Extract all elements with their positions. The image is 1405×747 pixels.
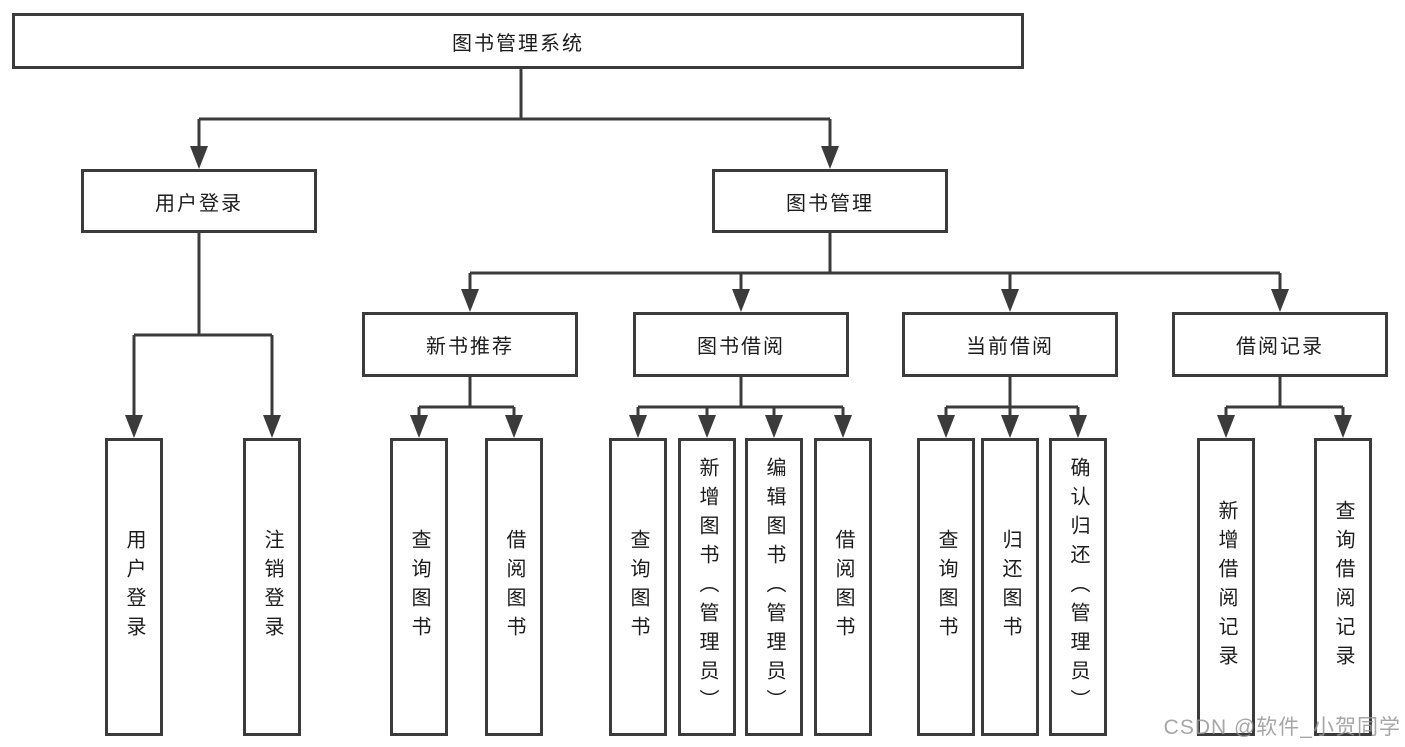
leaf-bb-borrow-books: 借阅图书 (814, 438, 872, 736)
connector-root-branch (190, 69, 839, 169)
leaf-bb-add-books-admin: 新增图书（管理员） (678, 438, 736, 736)
connector-current-borrow-branch (937, 377, 1087, 438)
leaf-label: 确认归还（管理员） (1067, 456, 1089, 718)
leaf-label: 新增图书（管理员） (696, 456, 718, 718)
leaf-nb-query-books: 查询图书 (390, 438, 448, 736)
node-label: 借阅记录 (1236, 336, 1324, 358)
leaf-cb-query-books: 查询图书 (917, 438, 975, 736)
leaf-label: 借阅图书 (832, 529, 854, 645)
arrowhead-down-icon (1069, 415, 1087, 438)
node-root: 图书管理系统 (12, 13, 1024, 69)
leaf-label: 查询图书 (627, 529, 649, 645)
node-label: 用户登录 (155, 192, 243, 215)
arrowhead-down-icon (1217, 415, 1235, 438)
arrowhead-down-icon (821, 146, 839, 169)
arrowhead-down-icon (461, 289, 479, 312)
leaf-label: 查询图书 (935, 529, 957, 645)
arrowhead-down-icon (629, 415, 647, 438)
connector-new-book-branch (410, 377, 523, 438)
node-label: 图书借阅 (697, 336, 785, 358)
leaf-label: 归还图书 (999, 529, 1021, 645)
connector-book-mgmt-branch (461, 233, 1289, 312)
csdn-watermark: CSDN @软件_小贺同学 (1163, 716, 1401, 739)
leaf-cb-confirm-return-admin: 确认归还（管理员） (1049, 438, 1107, 736)
connector-book-borrow-branch (629, 377, 852, 438)
arrowhead-down-icon (765, 415, 783, 438)
node-label: 图书管理 (786, 192, 874, 215)
arrowhead-down-icon (937, 415, 955, 438)
leaf-label: 注销登录 (261, 529, 283, 645)
leaf-label: 编辑图书（管理员） (763, 456, 785, 718)
leaf-nb-borrow-books: 借阅图书 (485, 438, 543, 736)
arrowhead-down-icon (698, 415, 716, 438)
leaf-label: 新增借阅记录 (1215, 500, 1237, 674)
arrowhead-down-icon (1001, 415, 1019, 438)
node-current-borrow: 当前借阅 (902, 312, 1118, 377)
arrowhead-down-icon (263, 415, 281, 438)
arrowhead-down-icon (505, 415, 523, 438)
node-book-management: 图书管理 (712, 169, 948, 233)
leaf-label: 查询图书 (408, 529, 430, 645)
leaf-cb-return-books: 归还图书 (981, 438, 1039, 736)
leaf-bb-query-books: 查询图书 (609, 438, 667, 736)
arrowhead-down-icon (834, 415, 852, 438)
arrowhead-down-icon (1271, 289, 1289, 312)
node-new-book-recommend: 新书推荐 (362, 312, 578, 377)
leaf-logout: 注销登录 (243, 438, 301, 736)
leaf-br-query-record: 查询借阅记录 (1314, 438, 1372, 736)
arrowhead-down-icon (190, 146, 208, 169)
node-book-borrow: 图书借阅 (633, 312, 849, 377)
node-root-label: 图书管理系统 (452, 32, 584, 55)
leaf-br-add-record: 新增借阅记录 (1197, 438, 1255, 736)
leaf-label: 借阅图书 (503, 529, 525, 645)
arrowhead-down-icon (1334, 415, 1352, 438)
connector-borrow-record-branch (1217, 377, 1352, 438)
node-label: 新书推荐 (426, 336, 514, 358)
arrowhead-down-icon (125, 415, 143, 438)
arrowhead-down-icon (732, 289, 750, 312)
leaf-user-login: 用户登录 (105, 438, 163, 736)
node-borrow-records: 借阅记录 (1172, 312, 1388, 377)
node-user-login: 用户登录 (81, 169, 317, 233)
connector-user-login-branch (125, 233, 281, 438)
leaf-label: 查询借阅记录 (1332, 500, 1354, 674)
arrowhead-down-icon (410, 415, 428, 438)
leaf-label: 用户登录 (123, 529, 145, 645)
leaf-bb-edit-books-admin: 编辑图书（管理员） (745, 438, 803, 736)
arrowhead-down-icon (1001, 289, 1019, 312)
node-label: 当前借阅 (966, 336, 1054, 358)
